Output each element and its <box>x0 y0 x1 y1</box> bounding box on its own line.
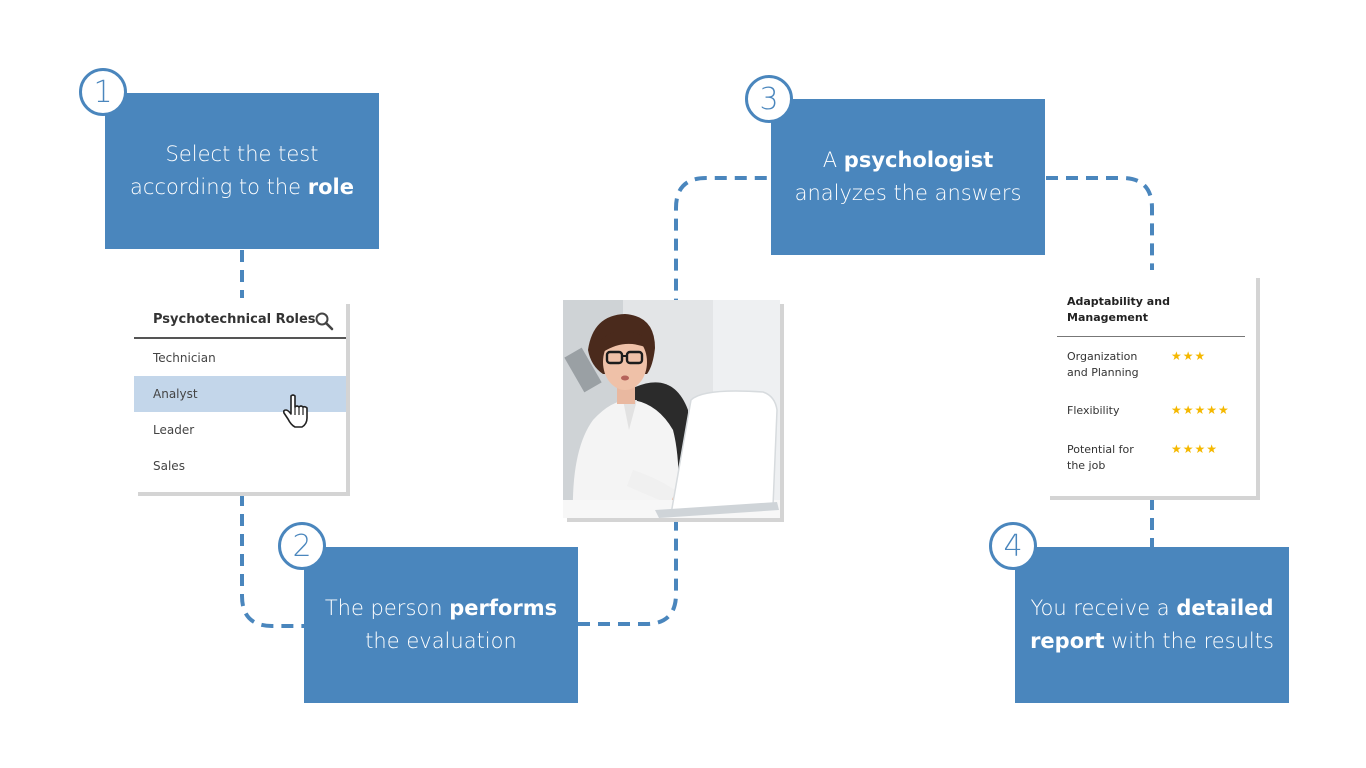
metric-stars-organization: ★★★ <box>1171 349 1207 363</box>
step-3-box: A psychologist analyzes the answers <box>771 99 1045 255</box>
step-1-box: Select the test according to the role <box>105 93 379 249</box>
role-item-technician[interactable]: Technician <box>153 351 216 365</box>
metric-label-flexibility: Flexibility <box>1067 404 1120 417</box>
woman-at-laptop-photo <box>563 300 780 518</box>
role-item-analyst[interactable]: Analyst <box>134 376 346 412</box>
metric-label-potential: Potential for the job <box>1067 443 1134 472</box>
search-icon[interactable] <box>314 311 334 331</box>
report-card-title: Adaptability and Management <box>1067 295 1170 324</box>
hand-pointer-icon <box>282 394 308 428</box>
report-divider <box>1057 336 1245 337</box>
step-1-badge: 1 <box>79 68 127 116</box>
step-3-text-end: analyzes the answers <box>794 181 1022 205</box>
step-4-bold-text: detailed report <box>1030 596 1274 653</box>
metric-stars-flexibility: ★★★★★ <box>1171 403 1230 417</box>
role-item-sales[interactable]: Sales <box>153 459 185 473</box>
roles-divider <box>134 337 346 339</box>
step-4-text: You receive a <box>1030 596 1177 620</box>
roles-card-title: Psychotechnical Roles <box>153 312 316 327</box>
metric-label-organization: Organization and Planning <box>1067 350 1139 379</box>
step-2-box: The person performs the evaluation <box>304 547 578 703</box>
step-2-badge: 2 <box>278 522 326 570</box>
step-4-box: You receive a detailed report with the r… <box>1015 547 1289 703</box>
metric-stars-potential: ★★★★ <box>1171 442 1219 456</box>
step-1-text: Select the test according to the <box>130 142 319 199</box>
role-item-leader[interactable]: Leader <box>153 423 195 437</box>
step-3-bold-text: psychologist <box>843 148 994 172</box>
connector-3-to-4 <box>1046 176 1154 270</box>
step-1-bold-text: role <box>307 175 354 199</box>
step-2-bold-text: performs <box>449 596 558 620</box>
report-card: Adaptability and Management Organization… <box>1046 274 1256 496</box>
connector-roles-to-2 <box>240 494 306 628</box>
roles-card: Psychotechnical Roles Technician Analyst… <box>134 300 346 492</box>
step-2-text-end: the evaluation <box>365 629 517 653</box>
step-3-text: A <box>822 148 844 172</box>
step-4-badge: 4 <box>989 522 1037 570</box>
step-2-text: The person <box>324 596 450 620</box>
step-3-badge: 3 <box>745 75 793 123</box>
step-4-text-end: with the results <box>1104 629 1274 653</box>
